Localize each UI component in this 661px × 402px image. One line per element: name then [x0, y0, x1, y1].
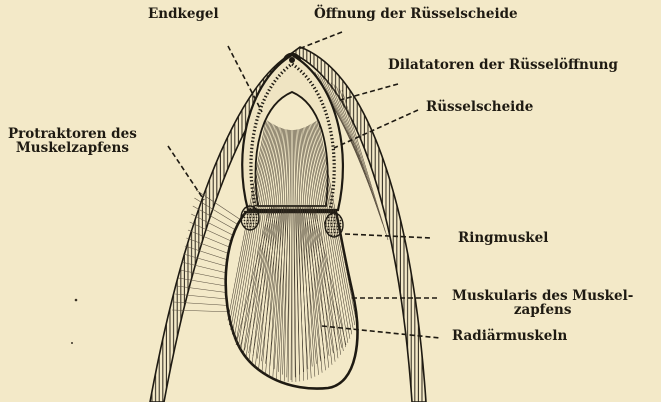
leader-ringmuskel — [345, 234, 432, 238]
label-ringmuskel: Ringmuskel — [458, 231, 548, 245]
label-protraktoren: Protraktoren des Muskelzapfens — [8, 127, 137, 155]
label-ruesselscheide: Rüsselscheide — [426, 100, 533, 114]
label-dilatatoren: Dilatatoren der Rüsselöffnung — [388, 58, 618, 72]
label-endkegel: Endkegel — [148, 7, 219, 21]
label-radiaermuskeln: Radiärmuskeln — [452, 329, 567, 343]
label-muskularis: Muskularis des Muskel- zapfens — [452, 289, 633, 317]
leader-oeffnung — [296, 32, 342, 50]
print-specks — [71, 299, 77, 344]
label-oeffnung-der-ruesselscheide: Öffnung der Rüsselscheide — [314, 7, 518, 21]
